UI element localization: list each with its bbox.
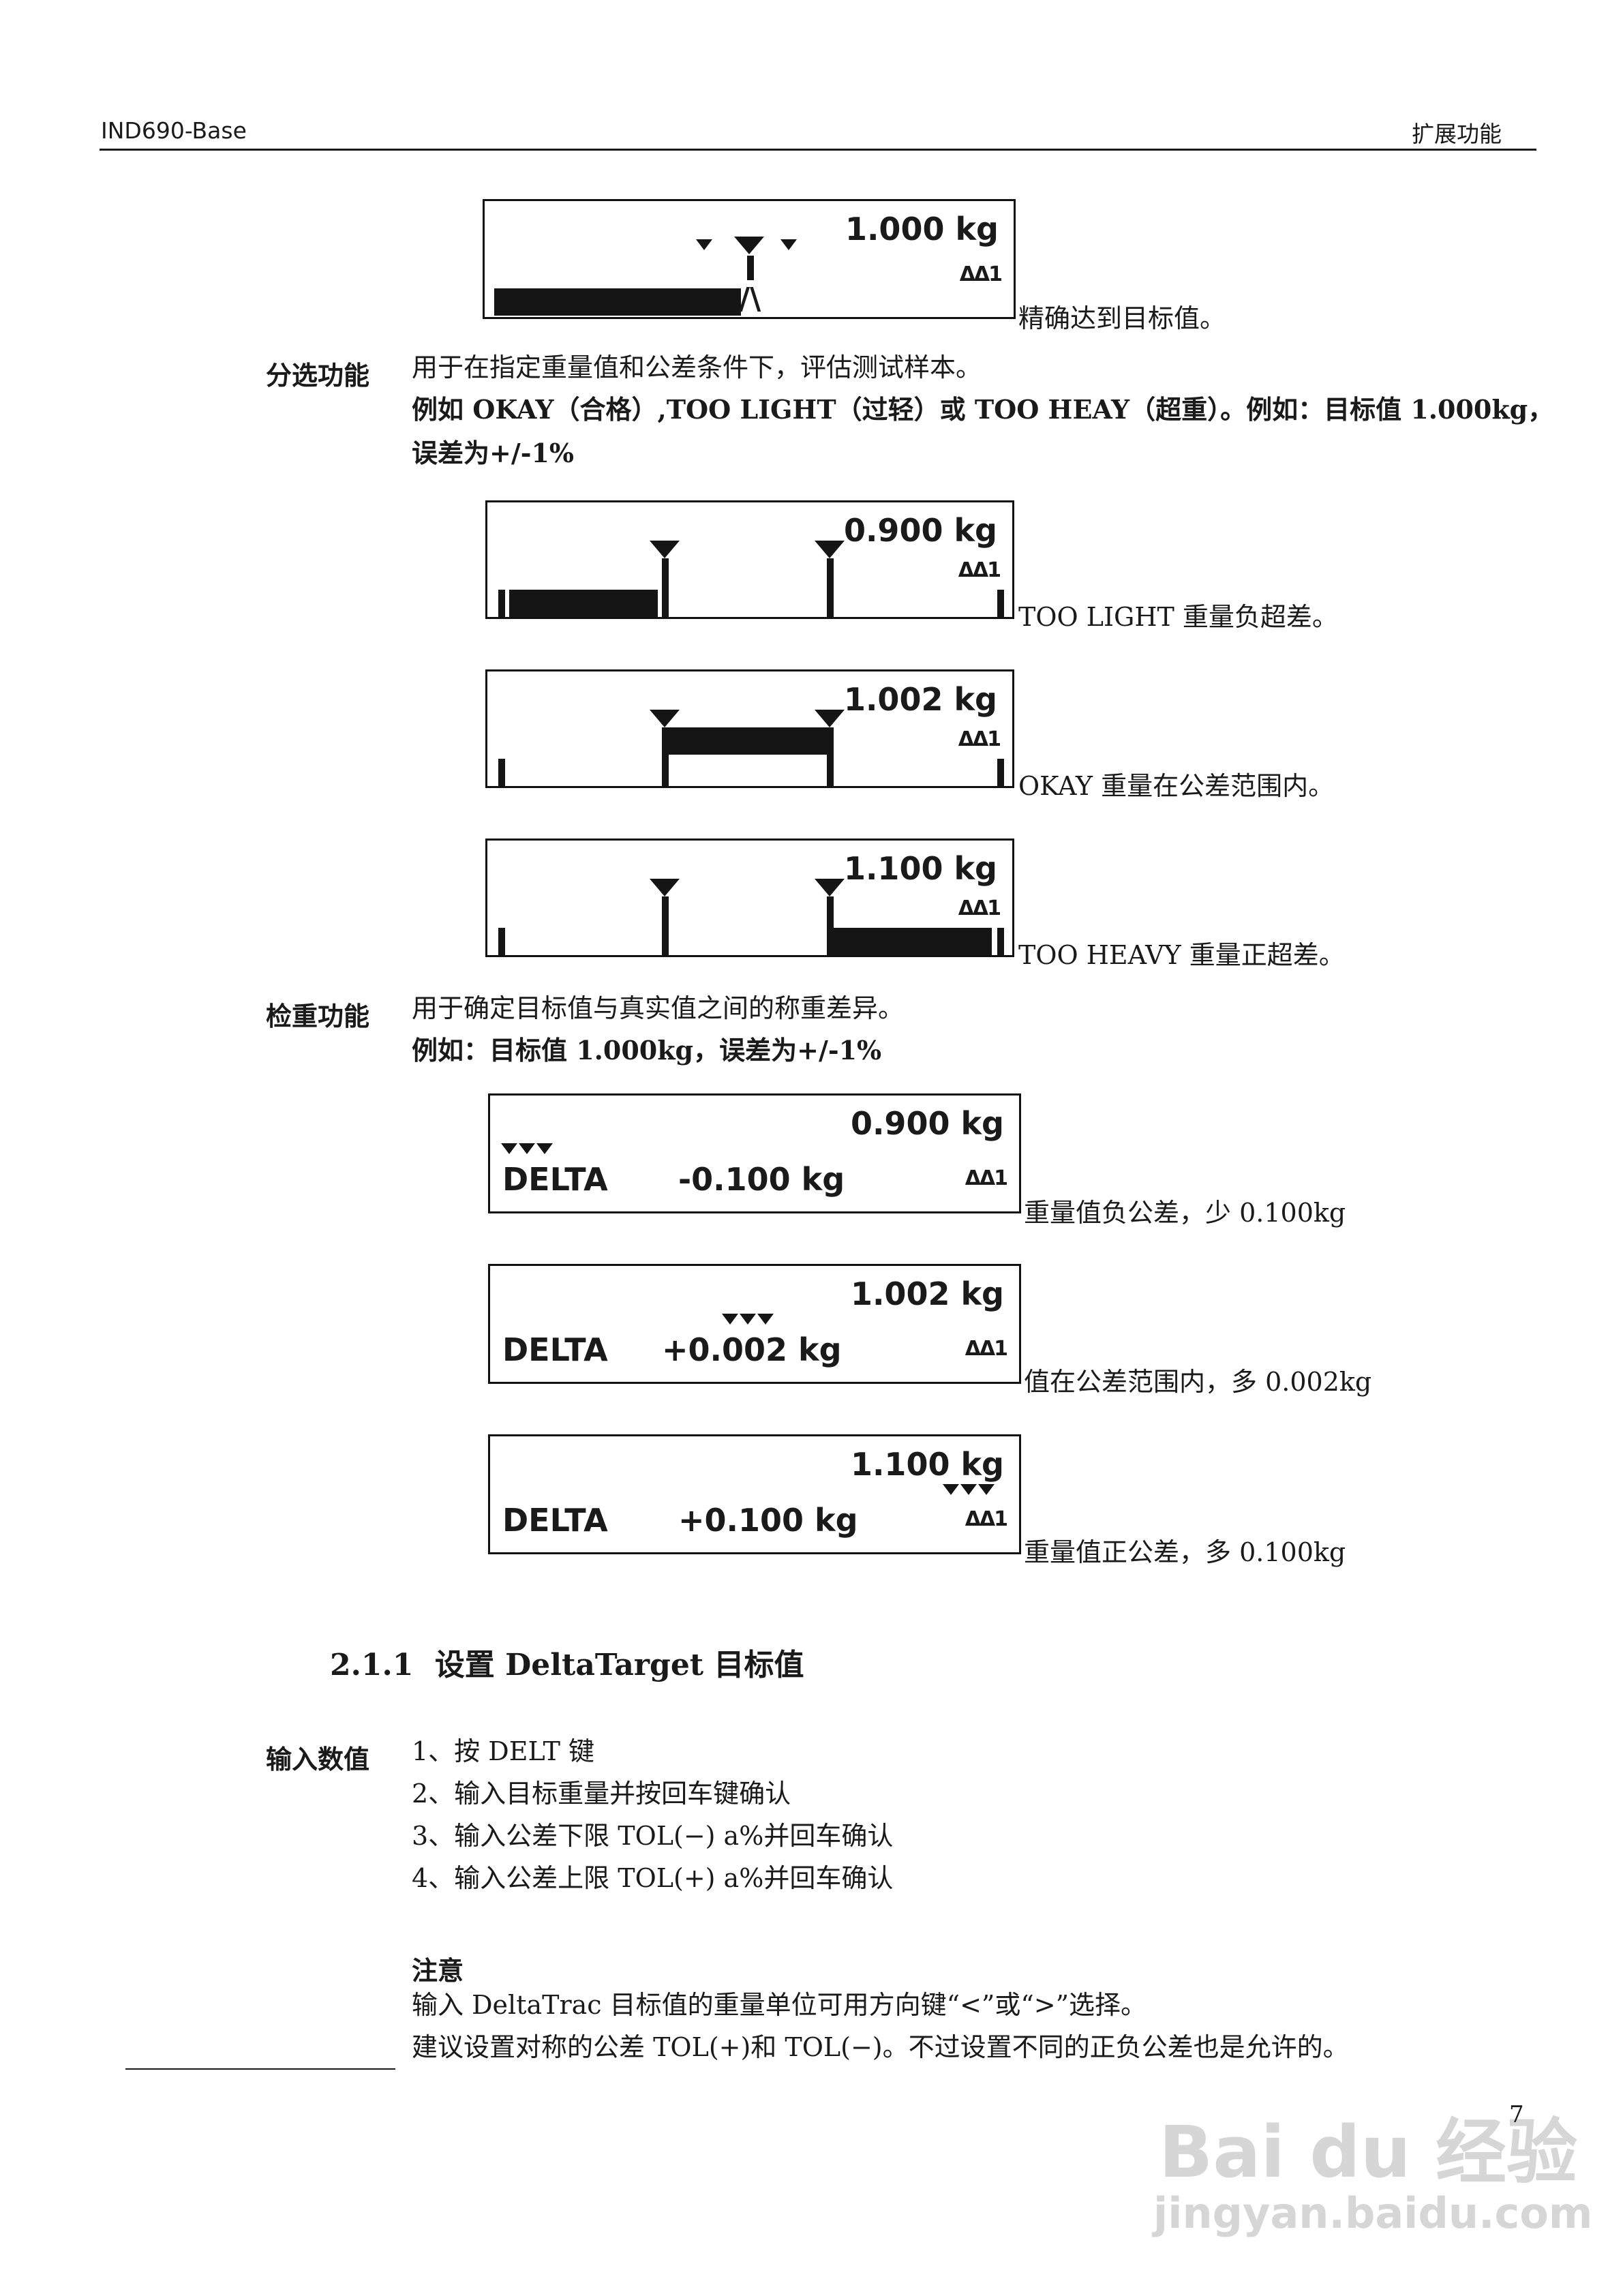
progress-bar bbox=[509, 590, 658, 617]
delta-label: DELTA bbox=[502, 1161, 608, 1198]
deviation-arrow-icon bbox=[740, 1314, 756, 1325]
lcd-panel-too-light: 0.900 kg ΔΔ1 bbox=[485, 500, 1014, 619]
target-stem bbox=[747, 256, 754, 280]
weight-readout: 1.002 kg bbox=[843, 681, 997, 718]
scale-icon: ΔΔ1 bbox=[965, 1337, 1008, 1361]
note-line2: 建议设置对称的公差 TOL(+)和 TOL(−)。不过设置不同的正负公差也是允许… bbox=[412, 2032, 1349, 2062]
caption-delta-minus: 重量值负公差，少 0.100kg bbox=[1024, 1198, 1346, 1228]
split-marker-icon: /\ bbox=[739, 282, 761, 316]
caption-too-heavy: TOO HEAVY 重量正超差。 bbox=[1018, 940, 1345, 970]
weight-readout: 0.900 kg bbox=[850, 1105, 1004, 1142]
weight-readout: 0.900 kg bbox=[843, 512, 997, 549]
scale-icon: ΔΔ1 bbox=[959, 262, 1003, 286]
lower-limit-line bbox=[662, 896, 669, 955]
lcd-panel-too-heavy: 1.100 kg ΔΔ1 bbox=[485, 839, 1014, 957]
input-step-4: 4、输入公差上限 TOL(+) a%并回车确认 bbox=[412, 1863, 894, 1893]
note-line1: 输入 DeltaTrac 目标值的重量单位可用方向键“<”或“>”选择。 bbox=[412, 1990, 1147, 2020]
lcd-panel-delta-plus: 1.100 kg DELTA +0.100 kg ΔΔ1 bbox=[488, 1434, 1021, 1554]
progress-bar bbox=[834, 928, 992, 955]
lower-limit-marker-icon bbox=[650, 541, 680, 558]
classify-line2: 例如 OKAY（合格）,TOO LIGHT（过轻）或 TOO HEAY（超重）。… bbox=[412, 394, 1554, 425]
classify-line1: 用于在指定重量值和公差条件下，评估测试样本。 bbox=[412, 352, 982, 382]
upper-limit-marker-icon bbox=[815, 710, 845, 727]
check-line2: 例如：目标值 1.000kg，误差为+/-1% bbox=[412, 1035, 882, 1066]
scale-icon: ΔΔ1 bbox=[965, 1507, 1008, 1531]
lower-limit-line bbox=[662, 558, 669, 617]
caption-delta-plus: 重量值正公差，多 0.100kg bbox=[1024, 1537, 1346, 1567]
caption-okay: OKAY 重量在公差范围内。 bbox=[1018, 771, 1335, 801]
upper-limit-line bbox=[827, 727, 834, 786]
progress-bar bbox=[494, 288, 741, 316]
baidu-watermark-logo: Bai du 经验 bbox=[1159, 2111, 1577, 2194]
deviation-arrow-icon bbox=[960, 1484, 977, 1495]
delta-label: DELTA bbox=[502, 1331, 608, 1368]
check-label: 检重功能 bbox=[266, 1001, 370, 1031]
delta-label: DELTA bbox=[502, 1502, 608, 1539]
deviation-arrow-icon bbox=[978, 1484, 995, 1495]
bar-end-tick bbox=[997, 590, 1004, 617]
caption-target: 精确达到目标值。 bbox=[1018, 303, 1226, 333]
bar-end-tick bbox=[997, 928, 1004, 955]
scale-icon: ΔΔ1 bbox=[958, 558, 1001, 582]
delta-value: -0.100 kg bbox=[678, 1161, 845, 1198]
note-title: 注意 bbox=[412, 1956, 464, 1986]
header-left: IND690-Base bbox=[101, 117, 247, 144]
section-title: 设置 DeltaTarget 目标值 bbox=[434, 1648, 804, 1682]
lcd-panel-delta-okay: 1.002 kg DELTA +0.002 kg ΔΔ1 bbox=[488, 1264, 1021, 1384]
weight-readout: 1.000 kg bbox=[845, 211, 999, 247]
section-number: 2.1.1 bbox=[330, 1648, 414, 1682]
lcd-panel-delta-minus: 0.900 kg DELTA -0.100 kg ΔΔ1 bbox=[488, 1093, 1021, 1213]
deviation-arrow-icon bbox=[519, 1143, 535, 1154]
progress-bar bbox=[669, 727, 827, 755]
bar-start-tick bbox=[498, 928, 505, 955]
upper-limit-marker-icon bbox=[815, 879, 845, 896]
upper-limit-line bbox=[827, 896, 834, 955]
scale-icon: ΔΔ1 bbox=[958, 896, 1001, 920]
deviation-arrow-icon bbox=[501, 1143, 517, 1154]
page-number: 7 bbox=[1509, 2101, 1524, 2128]
upper-limit-marker-icon bbox=[815, 541, 845, 558]
target-right-arrow-icon bbox=[780, 239, 797, 250]
classify-line3: 误差为+/-1% bbox=[412, 438, 575, 468]
weight-readout: 1.100 kg bbox=[843, 850, 997, 887]
footnote-rule bbox=[125, 2068, 395, 2070]
input-label: 输入数值 bbox=[266, 1744, 370, 1774]
section-heading: 2.1.1 设置 DeltaTarget 目标值 bbox=[330, 1640, 804, 1684]
scale-icon: ΔΔ1 bbox=[958, 727, 1001, 751]
header-right: 扩展功能 bbox=[1412, 121, 1502, 147]
caption-delta-okay: 值在公差范围内，多 0.002kg bbox=[1024, 1367, 1372, 1397]
input-step-1: 1、按 DELT 键 bbox=[412, 1736, 595, 1766]
input-step-2: 2、输入目标重量并按回车键确认 bbox=[412, 1779, 791, 1809]
caption-too-light: TOO LIGHT 重量负超差。 bbox=[1018, 602, 1338, 632]
check-line1: 用于确定目标值与真实值之间的称重差异。 bbox=[412, 993, 905, 1023]
header-rule bbox=[100, 149, 1536, 151]
delta-value: +0.002 kg bbox=[662, 1331, 842, 1368]
delta-value: +0.100 kg bbox=[678, 1502, 858, 1539]
scale-icon: ΔΔ1 bbox=[965, 1166, 1008, 1190]
bar-end-tick bbox=[997, 759, 1004, 786]
weight-readout: 1.002 kg bbox=[850, 1275, 1004, 1312]
target-left-arrow-icon bbox=[696, 239, 712, 250]
upper-limit-line bbox=[827, 558, 834, 617]
deviation-arrow-icon bbox=[722, 1314, 738, 1325]
bar-start-tick bbox=[498, 590, 505, 617]
deviation-arrow-icon bbox=[536, 1143, 553, 1154]
deviation-arrow-icon bbox=[943, 1484, 959, 1495]
baidu-watermark-url: jingyan.baidu.com bbox=[1153, 2188, 1593, 2238]
weight-readout: 1.100 kg bbox=[850, 1446, 1004, 1483]
input-step-3: 3、输入公差下限 TOL(−) a%并回车确认 bbox=[412, 1821, 894, 1851]
lower-limit-marker-icon bbox=[650, 879, 680, 896]
bar-start-tick bbox=[498, 759, 505, 786]
target-marker-icon bbox=[734, 237, 764, 254]
lcd-panel-okay: 1.002 kg ΔΔ1 bbox=[485, 669, 1014, 788]
lower-limit-marker-icon bbox=[650, 710, 680, 727]
lcd-panel-target: 1.000 kg /\ ΔΔ1 bbox=[483, 199, 1016, 319]
lower-limit-line bbox=[662, 727, 669, 786]
deviation-arrow-icon bbox=[757, 1314, 774, 1325]
classify-label: 分选功能 bbox=[266, 361, 370, 391]
